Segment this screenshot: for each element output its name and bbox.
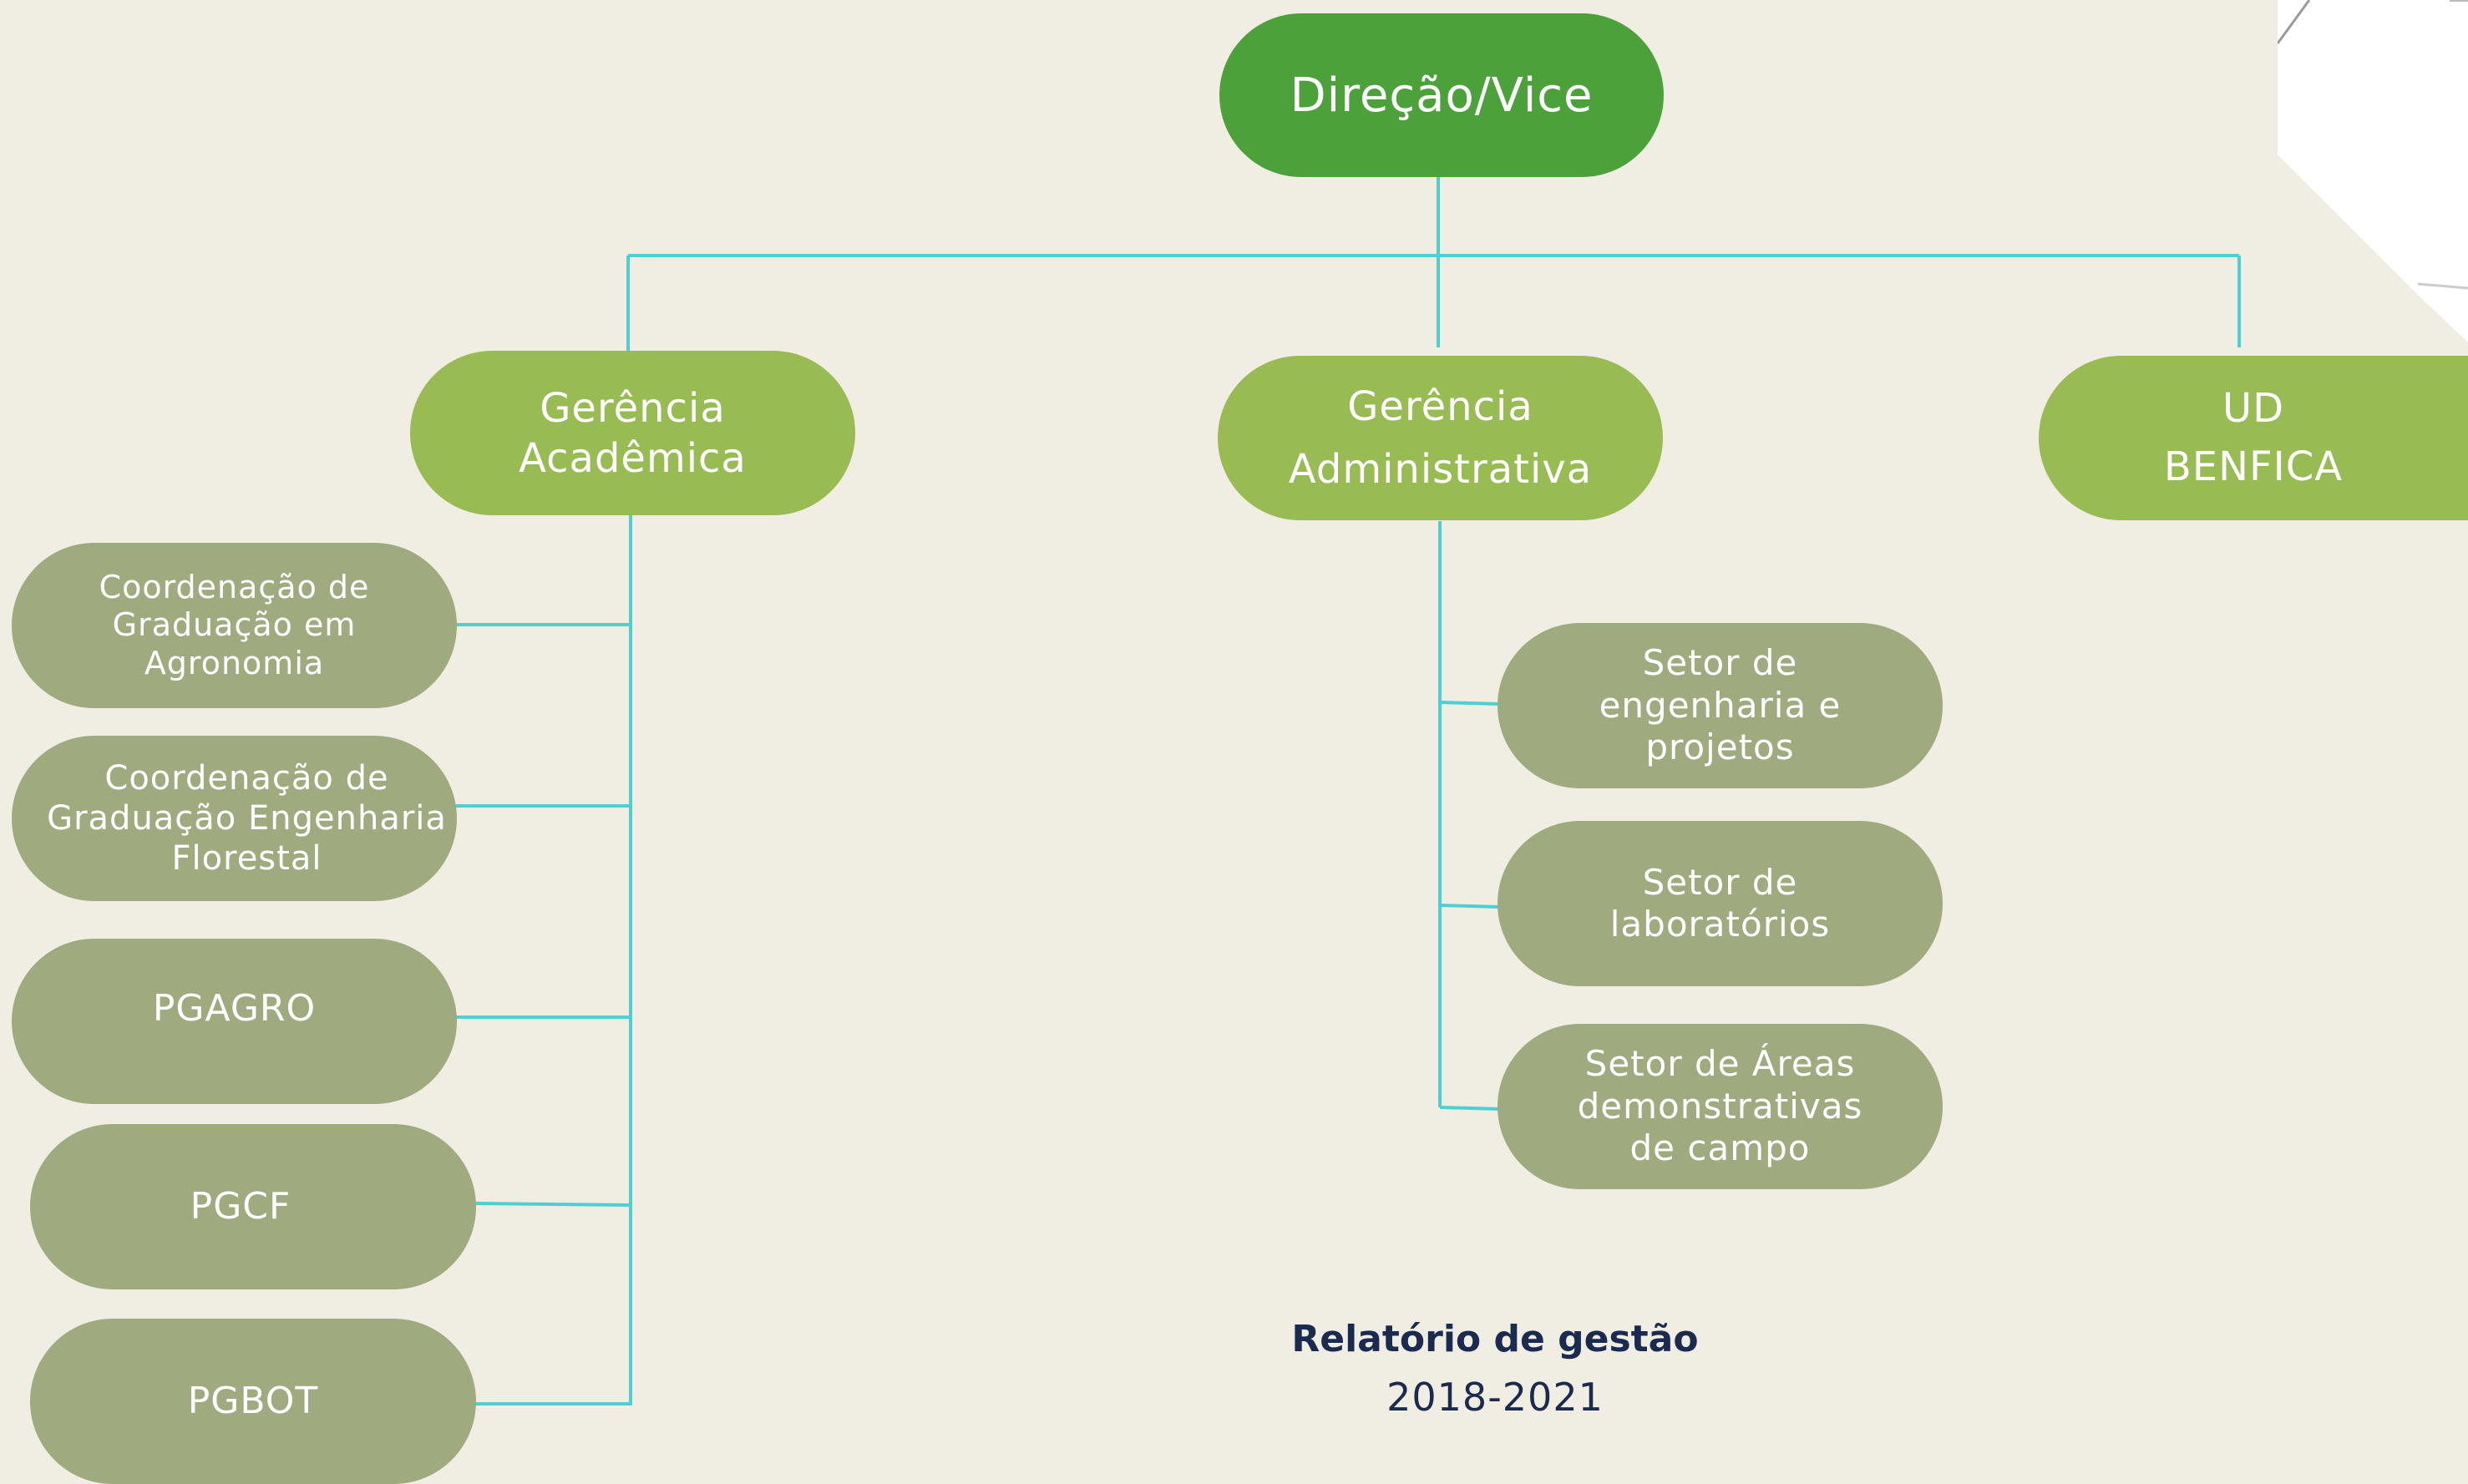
node-coord-agronomia: Coordenação de Graduação em Agronomia bbox=[12, 543, 457, 708]
node-setor-areas-demonstrativas: Setor de Áreas demonstrativas de campo bbox=[1498, 1024, 1943, 1189]
corner-document-image bbox=[2278, 0, 2468, 342]
node-gerencia-academica: Gerência Acadêmica bbox=[410, 351, 855, 515]
connector-admin-child-1 bbox=[1439, 701, 1500, 706]
node-pgagro: PGAGRO bbox=[12, 939, 457, 1104]
node-direcao-vice: Direção/Vice bbox=[1219, 13, 1664, 177]
connector-admin-child-2 bbox=[1439, 904, 1500, 909]
node-pgcf: PGCF bbox=[30, 1124, 476, 1289]
node-pgbot: PGBOT bbox=[30, 1319, 476, 1484]
node-ud-benfica: UD BENFICA bbox=[2039, 356, 2468, 520]
node-setor-laboratorios: Setor de laboratórios bbox=[1498, 821, 1943, 986]
connector-acad-child-4 bbox=[474, 1202, 631, 1207]
node-coord-eng-florestal: Coordenação de Graduação Engenharia Flor… bbox=[12, 736, 457, 901]
connector-admin-child-3 bbox=[1439, 1106, 1500, 1111]
node-gerencia-administrativa: Gerência Administrativa bbox=[1218, 356, 1663, 520]
report-title: Relatório de gestão bbox=[1291, 1318, 1699, 1360]
node-setor-engenharia-projetos: Setor de engenharia e projetos bbox=[1498, 623, 1943, 788]
report-years: 2018-2021 bbox=[1386, 1375, 1604, 1420]
